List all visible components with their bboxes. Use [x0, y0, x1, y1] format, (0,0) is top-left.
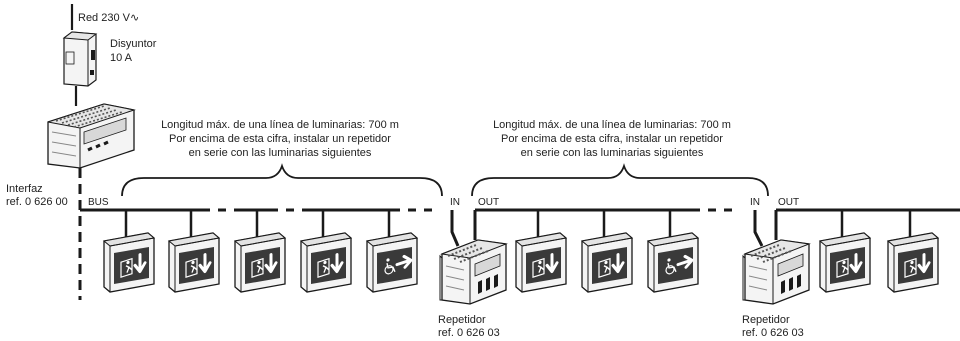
breaker-name: Disyuntor — [110, 38, 157, 50]
repeater-1-name: Repetidor — [438, 314, 486, 326]
luminaire-7 — [581, 232, 633, 293]
repeater-1-ref: ref. 0 626 03 — [438, 327, 500, 339]
breaker-device — [62, 31, 98, 87]
repeater-2-ref: ref. 0 626 03 — [742, 327, 804, 339]
length-note-1: Longitud máx. de una línea de luminarias… — [144, 118, 416, 160]
length-note-1-line3: en serie con las luminarias siguientes — [188, 147, 372, 159]
repeater-2-name: Repetidor — [742, 314, 790, 326]
luminaire-8 — [647, 232, 699, 293]
luminaire-6 — [515, 232, 567, 293]
luminaire-9 — [819, 232, 871, 293]
bus-label: BUS — [88, 197, 109, 208]
luminaire-3 — [234, 232, 286, 293]
out-label-1: OUT — [478, 197, 500, 208]
length-note-1-line2: Por encima de esta cifra, instalar un re… — [169, 133, 391, 145]
luminaire-5 — [366, 232, 418, 293]
repeater-2 — [742, 239, 810, 305]
out-label-2: OUT — [778, 197, 800, 208]
length-note-1-line1: Longitud máx. de una línea de luminarias… — [161, 119, 399, 131]
length-note-2-line2: Por encima de esta cifra, instalar un re… — [501, 133, 723, 145]
breaker-rating: 10 A — [110, 52, 133, 64]
interface-ref: ref. 0 626 00 — [6, 196, 68, 208]
mains-label: Red 230 V∿ — [78, 12, 140, 24]
luminaire-10 — [887, 232, 939, 293]
repeater2-in-wire — [753, 210, 764, 247]
length-note-2-line1: Longitud máx. de una línea de luminarias… — [493, 119, 731, 131]
length-brace-2 — [471, 163, 769, 197]
length-brace-1 — [121, 163, 443, 197]
repeater-1 — [439, 239, 507, 305]
interface-device — [47, 103, 136, 169]
repeater1-in-wire — [450, 210, 460, 247]
in-label-1: IN — [450, 197, 460, 208]
length-note-2-line3: en serie con las luminarias siguientes — [520, 147, 704, 159]
luminaire-2 — [168, 232, 220, 293]
length-note-2: Longitud máx. de una línea de luminarias… — [476, 118, 748, 160]
luminaire-drops — [124, 210, 912, 238]
interface-name: Interfaz — [6, 183, 43, 195]
in-label-2: IN — [750, 197, 760, 208]
luminaire-1 — [103, 232, 155, 293]
luminaire-4 — [300, 232, 352, 293]
